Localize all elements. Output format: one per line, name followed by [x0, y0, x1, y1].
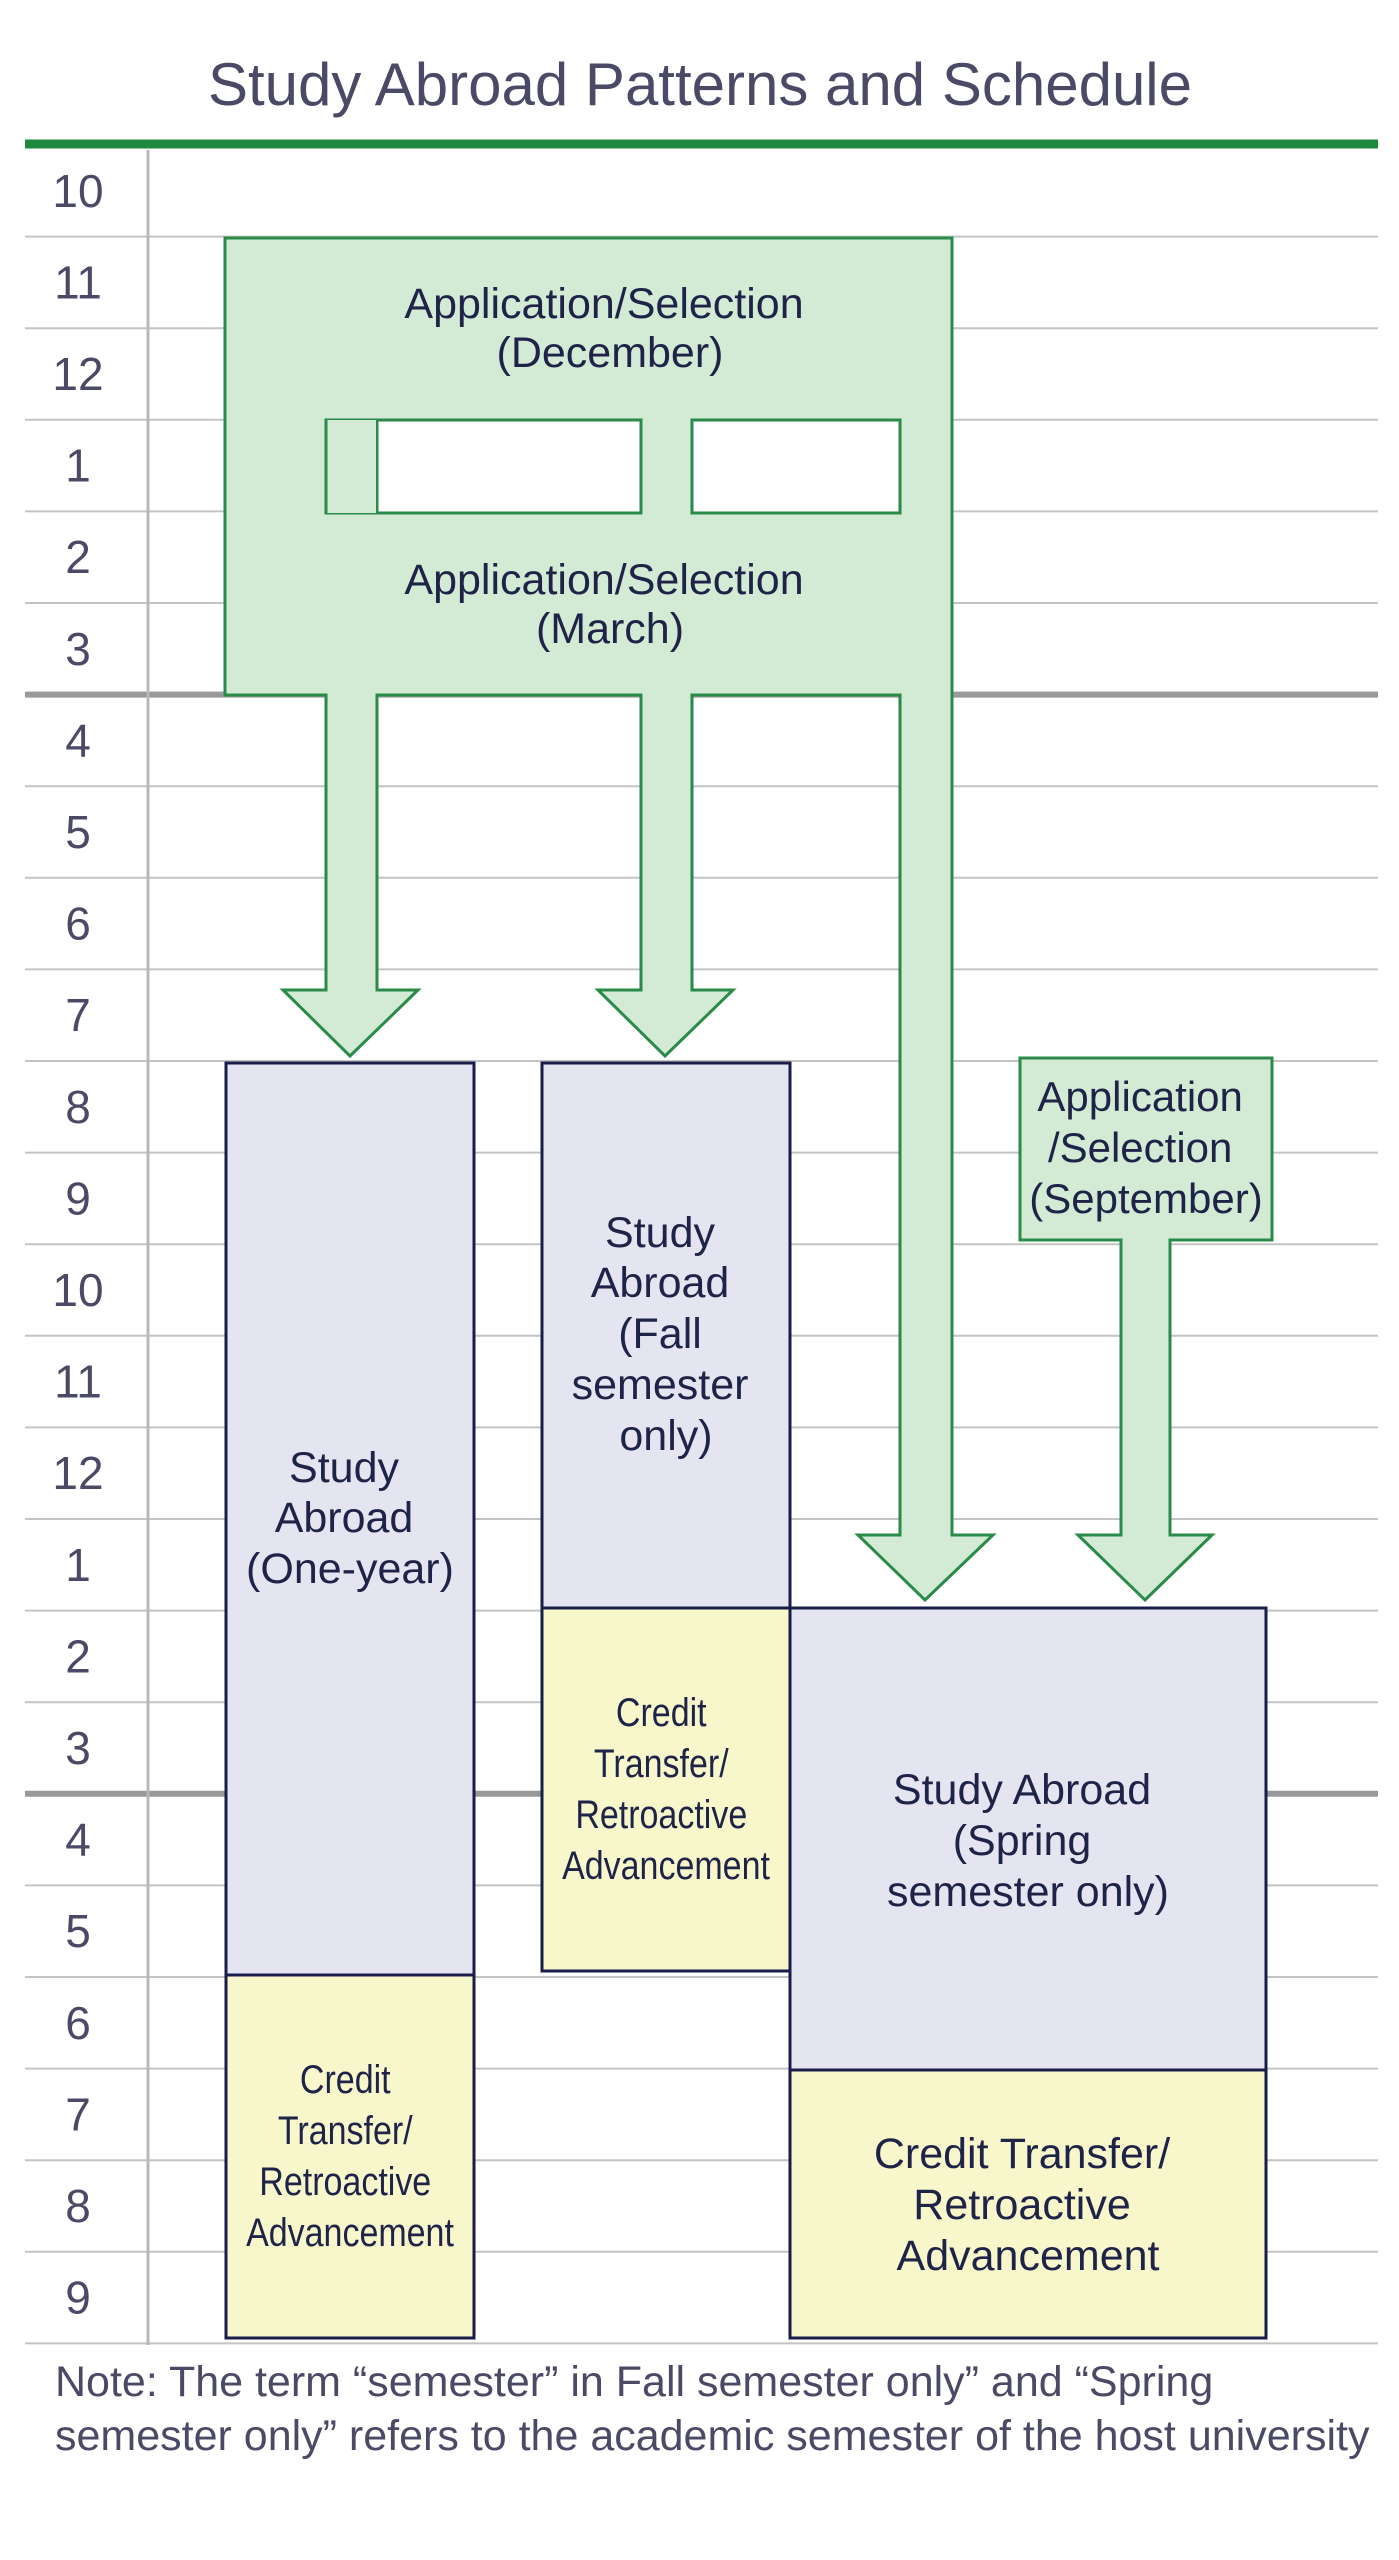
- month-label: 8: [65, 2180, 91, 2232]
- diagram-title: Study Abroad Patterns and Schedule: [208, 51, 1192, 118]
- month-label: 1: [65, 440, 91, 492]
- month-label: 12: [52, 1447, 103, 1499]
- month-label: 9: [65, 1172, 91, 1224]
- month-label: 12: [52, 348, 103, 400]
- month-label: 5: [65, 806, 91, 858]
- flow-window-3: [690, 418, 902, 515]
- month-label: 8: [65, 1081, 91, 1133]
- month-label: 10: [52, 1264, 103, 1316]
- credit-one-year-box: [224, 1973, 476, 2340]
- credit-spring-box: [788, 2068, 1268, 2340]
- month-label: 7: [65, 989, 91, 1041]
- month-label: 5: [65, 1905, 91, 1957]
- app-sep-shape: [1018, 1056, 1274, 1603]
- app-sep-label: Application /Selection (September): [1029, 1073, 1262, 1222]
- application-flow-shape: [223, 236, 997, 1603]
- month-label: 10: [52, 165, 103, 217]
- study-spring-box: [788, 1606, 1268, 2072]
- flow-window-2: [375, 418, 643, 515]
- month-label: 11: [54, 1356, 102, 1408]
- month-label: 4: [65, 1814, 91, 1866]
- month-label: 6: [65, 898, 91, 950]
- month-label: 1: [65, 1539, 91, 1591]
- month-label: 2: [65, 1630, 91, 1682]
- month-label: 3: [65, 1722, 91, 1774]
- month-label: 6: [65, 1997, 91, 2049]
- credit-fall-label: Credit Transfer/ Retroactive Advancement: [562, 1689, 770, 1887]
- credit-spring-label: Credit Transfer/ Retroactive Advancement: [874, 2130, 1182, 2280]
- credit-fall-box: [540, 1606, 792, 1973]
- month-label: 7: [65, 2088, 91, 2140]
- month-label: 4: [65, 714, 91, 766]
- flow-window-fill: [326, 420, 376, 513]
- month-label: 2: [65, 531, 91, 583]
- app-dec-label: Application/Selection (December): [404, 280, 815, 377]
- study-fall-label: Study Abroad (Fall semester only): [572, 1209, 761, 1460]
- app-mar-label: Application/Selection (March): [404, 556, 815, 653]
- study-one-year-label: Study Abroad (One-year): [246, 1444, 454, 1593]
- month-label: 11: [54, 256, 102, 308]
- footnote: Note: The term “semester” in Fall semest…: [55, 2358, 1370, 2460]
- credit-one-year-label: Credit Transfer/ Retroactive Advancement: [246, 2056, 454, 2254]
- month-label: 9: [65, 2272, 91, 2324]
- month-label: 3: [65, 623, 91, 675]
- study-spring-label: Study Abroad (Spring semester only): [887, 1766, 1169, 1916]
